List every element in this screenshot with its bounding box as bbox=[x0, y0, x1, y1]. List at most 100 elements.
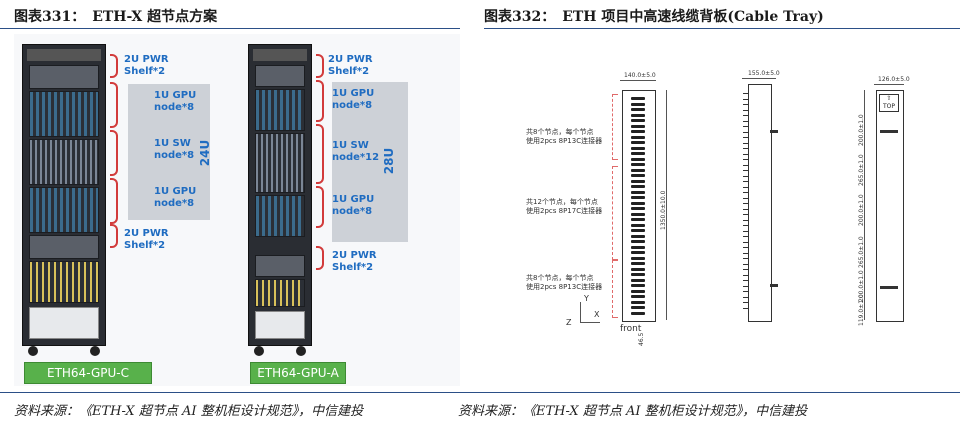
connector bbox=[631, 185, 645, 188]
right-figure-title: 图表332： ETH 项目中高速线缆背板(Cable Tray) bbox=[484, 9, 824, 25]
side-pin bbox=[743, 137, 748, 138]
side-pin bbox=[743, 131, 748, 133]
gpu-nodes-lower bbox=[29, 187, 99, 233]
side-pin bbox=[743, 230, 748, 232]
dim-line bbox=[874, 84, 904, 85]
x-axis-line bbox=[580, 322, 600, 323]
dim-rear-seg-2: 265.0±1.0 bbox=[858, 154, 865, 186]
brace bbox=[110, 130, 118, 176]
side-pin bbox=[743, 142, 748, 144]
dim-side-width: 155.0±5.0 bbox=[748, 70, 780, 77]
span-24u-label: 24U bbox=[198, 139, 213, 167]
source-note-left: 资料来源：《ETH-X 超节点 AI 整机柜设计规范》，中信建投 bbox=[14, 404, 364, 419]
y-axis-label: Y bbox=[584, 294, 589, 303]
wheel bbox=[296, 346, 306, 356]
side-pin bbox=[743, 126, 748, 127]
brace bbox=[316, 54, 324, 78]
callout-pwr-bottom: 2U PWR Shelf*2 bbox=[332, 250, 377, 273]
pwr-shelf-top bbox=[255, 65, 305, 87]
connector bbox=[631, 295, 645, 298]
side-pin bbox=[743, 109, 748, 111]
callout-gpu-lower: 1U GPU node*8 bbox=[154, 186, 197, 209]
brace bbox=[316, 80, 324, 122]
callout-pwr-top: 2U PWR Shelf*2 bbox=[124, 54, 169, 77]
side-pin bbox=[743, 186, 748, 188]
eth-x-rack-figure: 24U 2U PWR Shelf*2 1U GPU node*8 1U SW n… bbox=[14, 34, 460, 386]
connector bbox=[631, 267, 645, 271]
top-mark-label: TOP bbox=[882, 103, 895, 110]
connector bbox=[631, 97, 645, 100]
connector bbox=[631, 119, 645, 122]
span-28u-box bbox=[332, 82, 408, 242]
side-pin bbox=[743, 170, 748, 171]
rear-bracket bbox=[880, 286, 898, 289]
callout-pwr-top: 2U PWR Shelf*2 bbox=[328, 54, 373, 77]
front-view-label: front bbox=[620, 324, 642, 334]
side-pin bbox=[743, 120, 748, 122]
group-brace bbox=[612, 166, 618, 260]
side-pin bbox=[743, 98, 748, 100]
callout-gpu-lower: 1U GPU node*8 bbox=[332, 194, 375, 217]
rack-tag-eth64-gpu-a: ETH64-GPU-A bbox=[250, 362, 346, 384]
side-pin bbox=[743, 203, 748, 204]
callout-pwr-bottom: 2U PWR Shelf*2 bbox=[124, 228, 169, 251]
connector bbox=[631, 229, 645, 232]
top-marker: ⇧ TOP bbox=[879, 94, 899, 112]
connector bbox=[631, 179, 645, 183]
dim-bottom-offset: 46.5 bbox=[638, 332, 645, 346]
left-figure-title: 图表331： ETH-X 超节点方案 bbox=[14, 9, 218, 25]
side-pin bbox=[743, 285, 748, 287]
wheel bbox=[254, 346, 264, 356]
connector bbox=[631, 234, 645, 238]
callout-gpu-upper: 1U GPU node*8 bbox=[154, 90, 197, 113]
group-brace bbox=[612, 260, 618, 318]
brace bbox=[110, 224, 118, 248]
side-pin bbox=[743, 159, 748, 160]
connector bbox=[631, 113, 645, 117]
connector bbox=[631, 141, 645, 144]
side-pin bbox=[743, 291, 748, 292]
side-pin bbox=[743, 302, 748, 303]
connector bbox=[631, 289, 645, 293]
connector bbox=[631, 196, 645, 199]
connector bbox=[631, 223, 645, 227]
rack-eth64-gpu-c bbox=[22, 44, 106, 346]
side-pin bbox=[743, 247, 748, 248]
span-24u-box bbox=[128, 84, 210, 220]
side-pin bbox=[743, 93, 748, 94]
right-title-rule bbox=[484, 28, 960, 29]
side-pin bbox=[743, 197, 748, 199]
side-view-panel bbox=[743, 84, 772, 322]
cable-tray-drawing: 140.0±5.0 1350.0±10.0 46.5 共8个节点，每个节点 使用… bbox=[484, 34, 942, 386]
brace bbox=[316, 246, 324, 270]
brace bbox=[110, 54, 118, 78]
x-axis-label: X bbox=[594, 310, 600, 319]
sw-nodes bbox=[29, 139, 99, 185]
brace bbox=[316, 186, 324, 228]
connector bbox=[631, 278, 645, 282]
connector bbox=[631, 207, 645, 210]
pwr-shelf-bottom bbox=[29, 235, 99, 259]
group-brace bbox=[612, 94, 618, 160]
rack-base bbox=[29, 307, 99, 339]
brace bbox=[110, 178, 118, 224]
connector bbox=[631, 311, 645, 315]
connector bbox=[631, 157, 645, 161]
pwr-shelf-top bbox=[29, 65, 99, 89]
connector bbox=[631, 273, 645, 276]
brace bbox=[110, 82, 118, 128]
callout-sw: 1U SW node*12 bbox=[332, 140, 380, 163]
y-axis-line bbox=[580, 302, 581, 322]
callout-gpu-upper: 1U GPU node*8 bbox=[332, 88, 375, 111]
callout-sw: 1U SW node*8 bbox=[154, 138, 195, 161]
pwr-shelf-bottom bbox=[255, 255, 305, 277]
connector bbox=[631, 168, 645, 172]
span-28u-label: 28U bbox=[382, 147, 397, 175]
connector bbox=[631, 306, 645, 309]
connector bbox=[631, 201, 645, 205]
rack-eth64-gpu-a bbox=[248, 44, 312, 346]
connector bbox=[631, 251, 645, 254]
note-group-bottom: 共8个节点，每个节点 使用2pcs 8P13C连接器 bbox=[526, 274, 603, 291]
side-pin bbox=[743, 274, 748, 276]
connector bbox=[631, 245, 645, 249]
